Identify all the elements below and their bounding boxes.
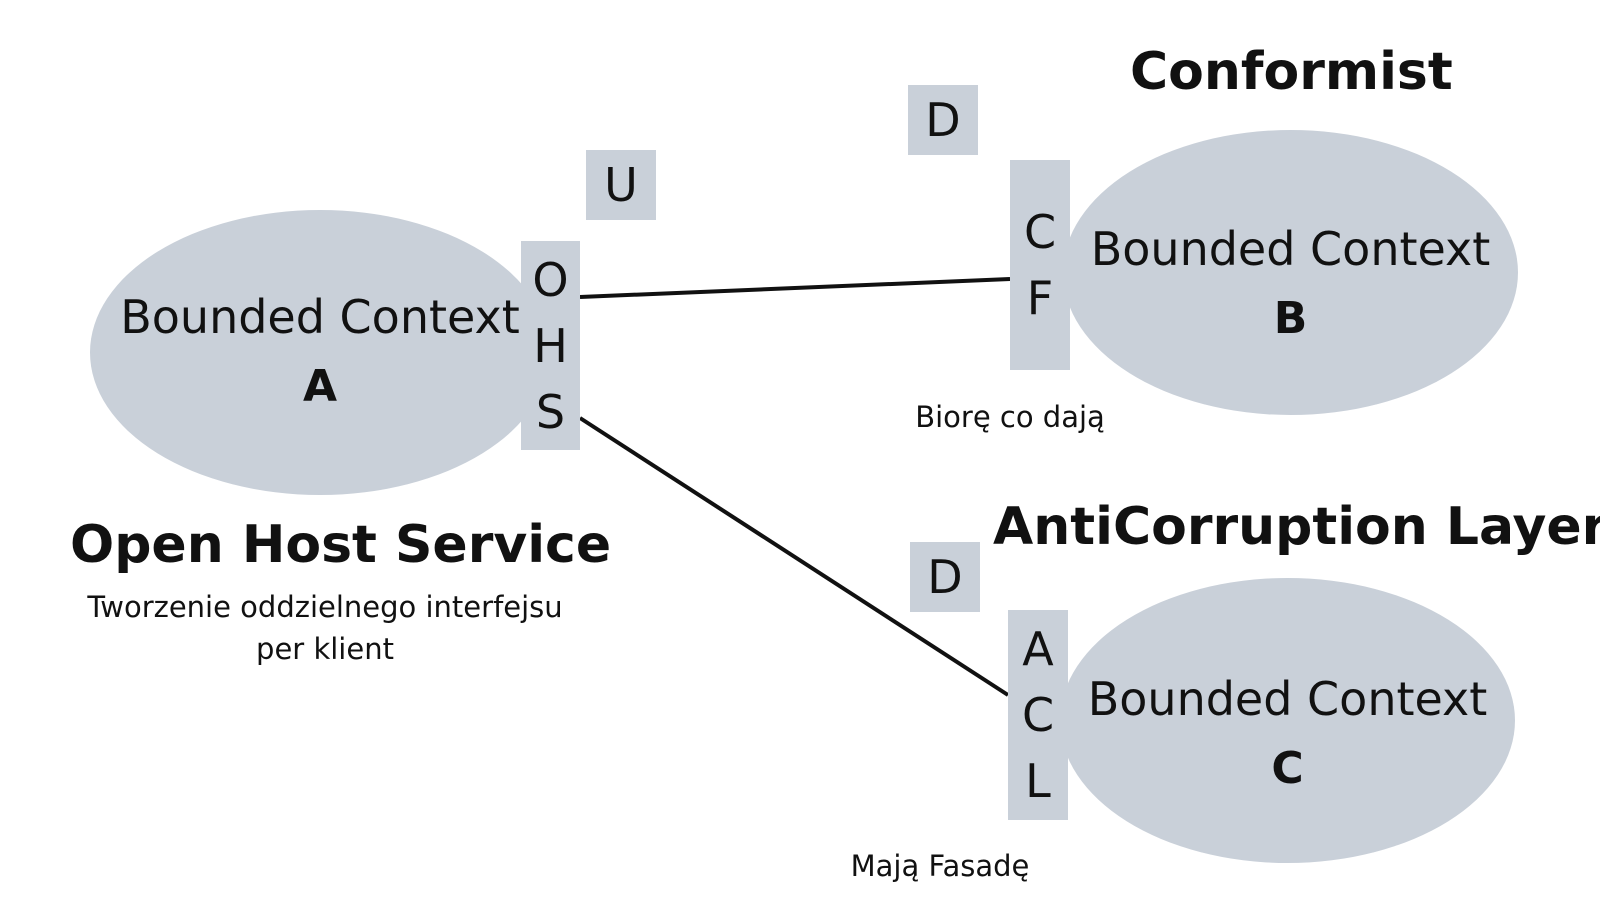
conformist-title: Conformist [1130,42,1453,102]
context-c-letter: C [1271,743,1304,795]
context-b-shape [1063,130,1518,415]
ohs-letter-h: H [533,318,568,373]
acl-letter-c: C [1021,688,1055,742]
link-ohs-to-acl [578,416,1010,697]
conformist-downstream-badge: D [908,85,978,155]
ohs-caption: Tworzenie oddzielnego interfejsu per kli… [60,586,590,670]
context-b-label: Bounded Context B [1063,222,1518,346]
ohs-title: Open Host Service [70,515,612,575]
acl-downstream-badge: D [910,542,980,612]
context-b-letter: B [1273,293,1308,345]
context-b-name: Bounded Context [1090,222,1491,276]
acl-title: AntiCorruption Layer [993,497,1600,557]
ohs-caption-line2: per klient [256,632,394,667]
acl-letter-l: L [1025,754,1051,808]
acl-port: A C L [1008,610,1068,820]
conformist-port: C F [1010,160,1070,370]
context-a-label: Bounded Context A [90,290,550,414]
context-a-shape [90,210,550,495]
context-c-shape [1060,578,1515,863]
conformist-letter-c: C [1023,205,1057,259]
upstream-letter: U [604,158,638,212]
acl-downstream-letter: D [927,550,963,604]
ohs-port: O H S [521,241,580,450]
acl-caption: Mają Fasadę [850,849,1030,883]
context-a-letter: A [302,361,338,413]
context-c-label: Bounded Context C [1060,672,1515,796]
conformist-downstream-letter: D [925,93,961,147]
context-c-name: Bounded Context [1087,672,1488,726]
conformist-caption: Biorę co dają [915,400,1105,434]
link-ohs-to-conformist [579,277,1011,299]
ohs-upstream-badge: U [586,150,656,220]
acl-letter-a: A [1022,622,1054,676]
context-a-name: Bounded Context [120,290,520,344]
conformist-letter-f: F [1026,271,1054,325]
ohs-letter-o: O [532,252,569,307]
ohs-letter-s: S [535,384,566,439]
ohs-caption-line1: Tworzenie oddzielnego interfejsu [87,590,563,624]
